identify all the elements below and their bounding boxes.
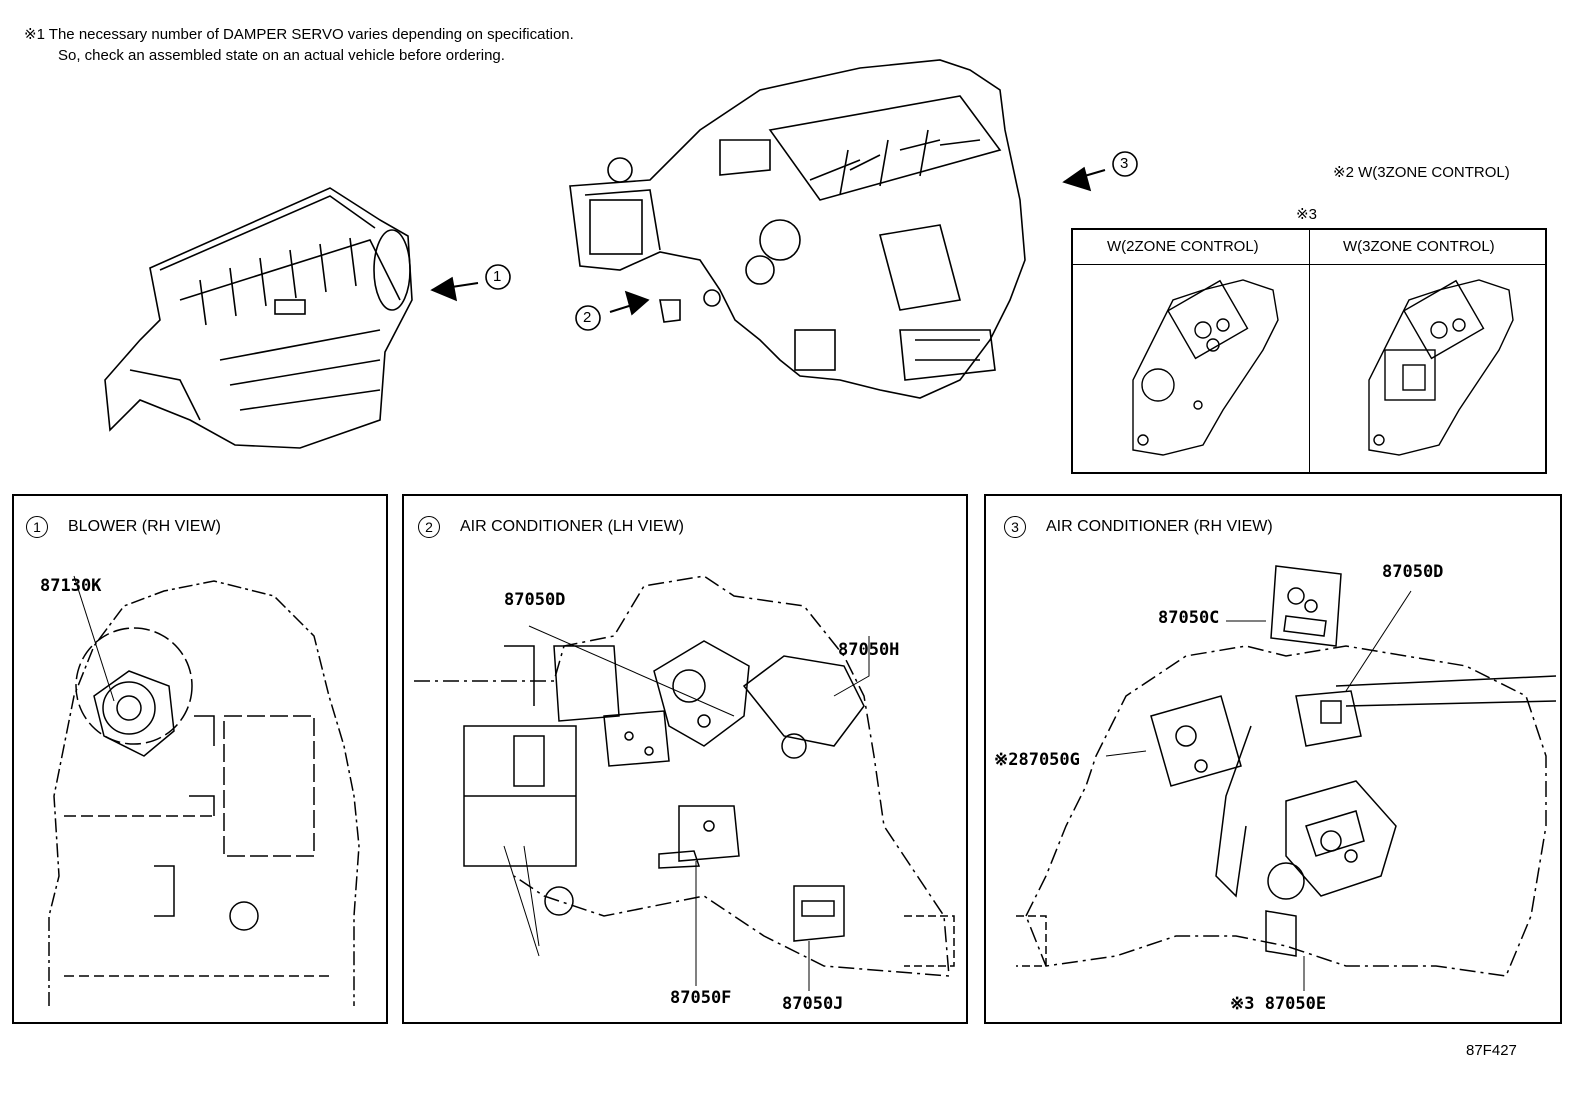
- panel-3-number: 3: [1004, 516, 1026, 538]
- part-87050F[interactable]: 87050F: [670, 988, 732, 1008]
- panel-blower-rh-view: 1 BLOWER (RH VIEW) 87130K: [12, 494, 388, 1024]
- ac-unit-drawing: [569, 59, 1026, 399]
- ac-lh-detail-drawing: [414, 575, 955, 991]
- panel-3-title: AIR CONDITIONER (RH VIEW): [1046, 518, 1273, 536]
- zone-table-col-3zone: W(3ZONE CONTROL): [1343, 238, 1495, 255]
- panel-1-number: 1: [26, 516, 48, 538]
- part-87050D-rh[interactable]: 87050D: [1382, 562, 1444, 582]
- ac-rh-detail-drawing: [1016, 565, 1557, 991]
- note-3-mark: ※3: [1296, 206, 1317, 223]
- overview-callout-3: 3: [1120, 155, 1129, 172]
- zone-control-table: W(2ZONE CONTROL) W(3ZONE CONTROL): [1071, 228, 1547, 474]
- panel-ac-rh-view: 3 AIR CONDITIONER (RH VIEW) 87050D 87050C…: [984, 494, 1562, 1024]
- servo-variants-drawing: [1132, 279, 1514, 456]
- blower-unit-drawing: [104, 187, 413, 449]
- part-87050J[interactable]: 87050J: [782, 994, 844, 1014]
- panel-1-title: BLOWER (RH VIEW): [68, 518, 221, 536]
- figure-code: 87F427: [1466, 1042, 1517, 1059]
- overview-callout-1: 1: [493, 268, 502, 285]
- blower-detail-drawing: [48, 575, 360, 1006]
- part-87050C[interactable]: 87050C: [1158, 608, 1220, 628]
- panel-2-title: AIR CONDITIONER (LH VIEW): [460, 518, 685, 536]
- part-87050D-lh[interactable]: 87050D: [504, 590, 566, 610]
- note-1-line-1: ※1 The necessary number of DAMPER SERVO …: [24, 26, 574, 43]
- note-1-line-2: So, check an assembled state on an actua…: [58, 47, 505, 64]
- part-87050E[interactable]: ※3 87050E: [1230, 994, 1327, 1014]
- part-87050G[interactable]: ※287050G: [994, 750, 1080, 770]
- part-87130K[interactable]: 87130K: [40, 576, 102, 596]
- note-2: ※2 W(3ZONE CONTROL): [1333, 164, 1510, 181]
- zone-table-col-2zone: W(2ZONE CONTROL): [1107, 238, 1259, 255]
- panel-2-number: 2: [418, 516, 440, 538]
- overview-callout-2: 2: [583, 309, 592, 326]
